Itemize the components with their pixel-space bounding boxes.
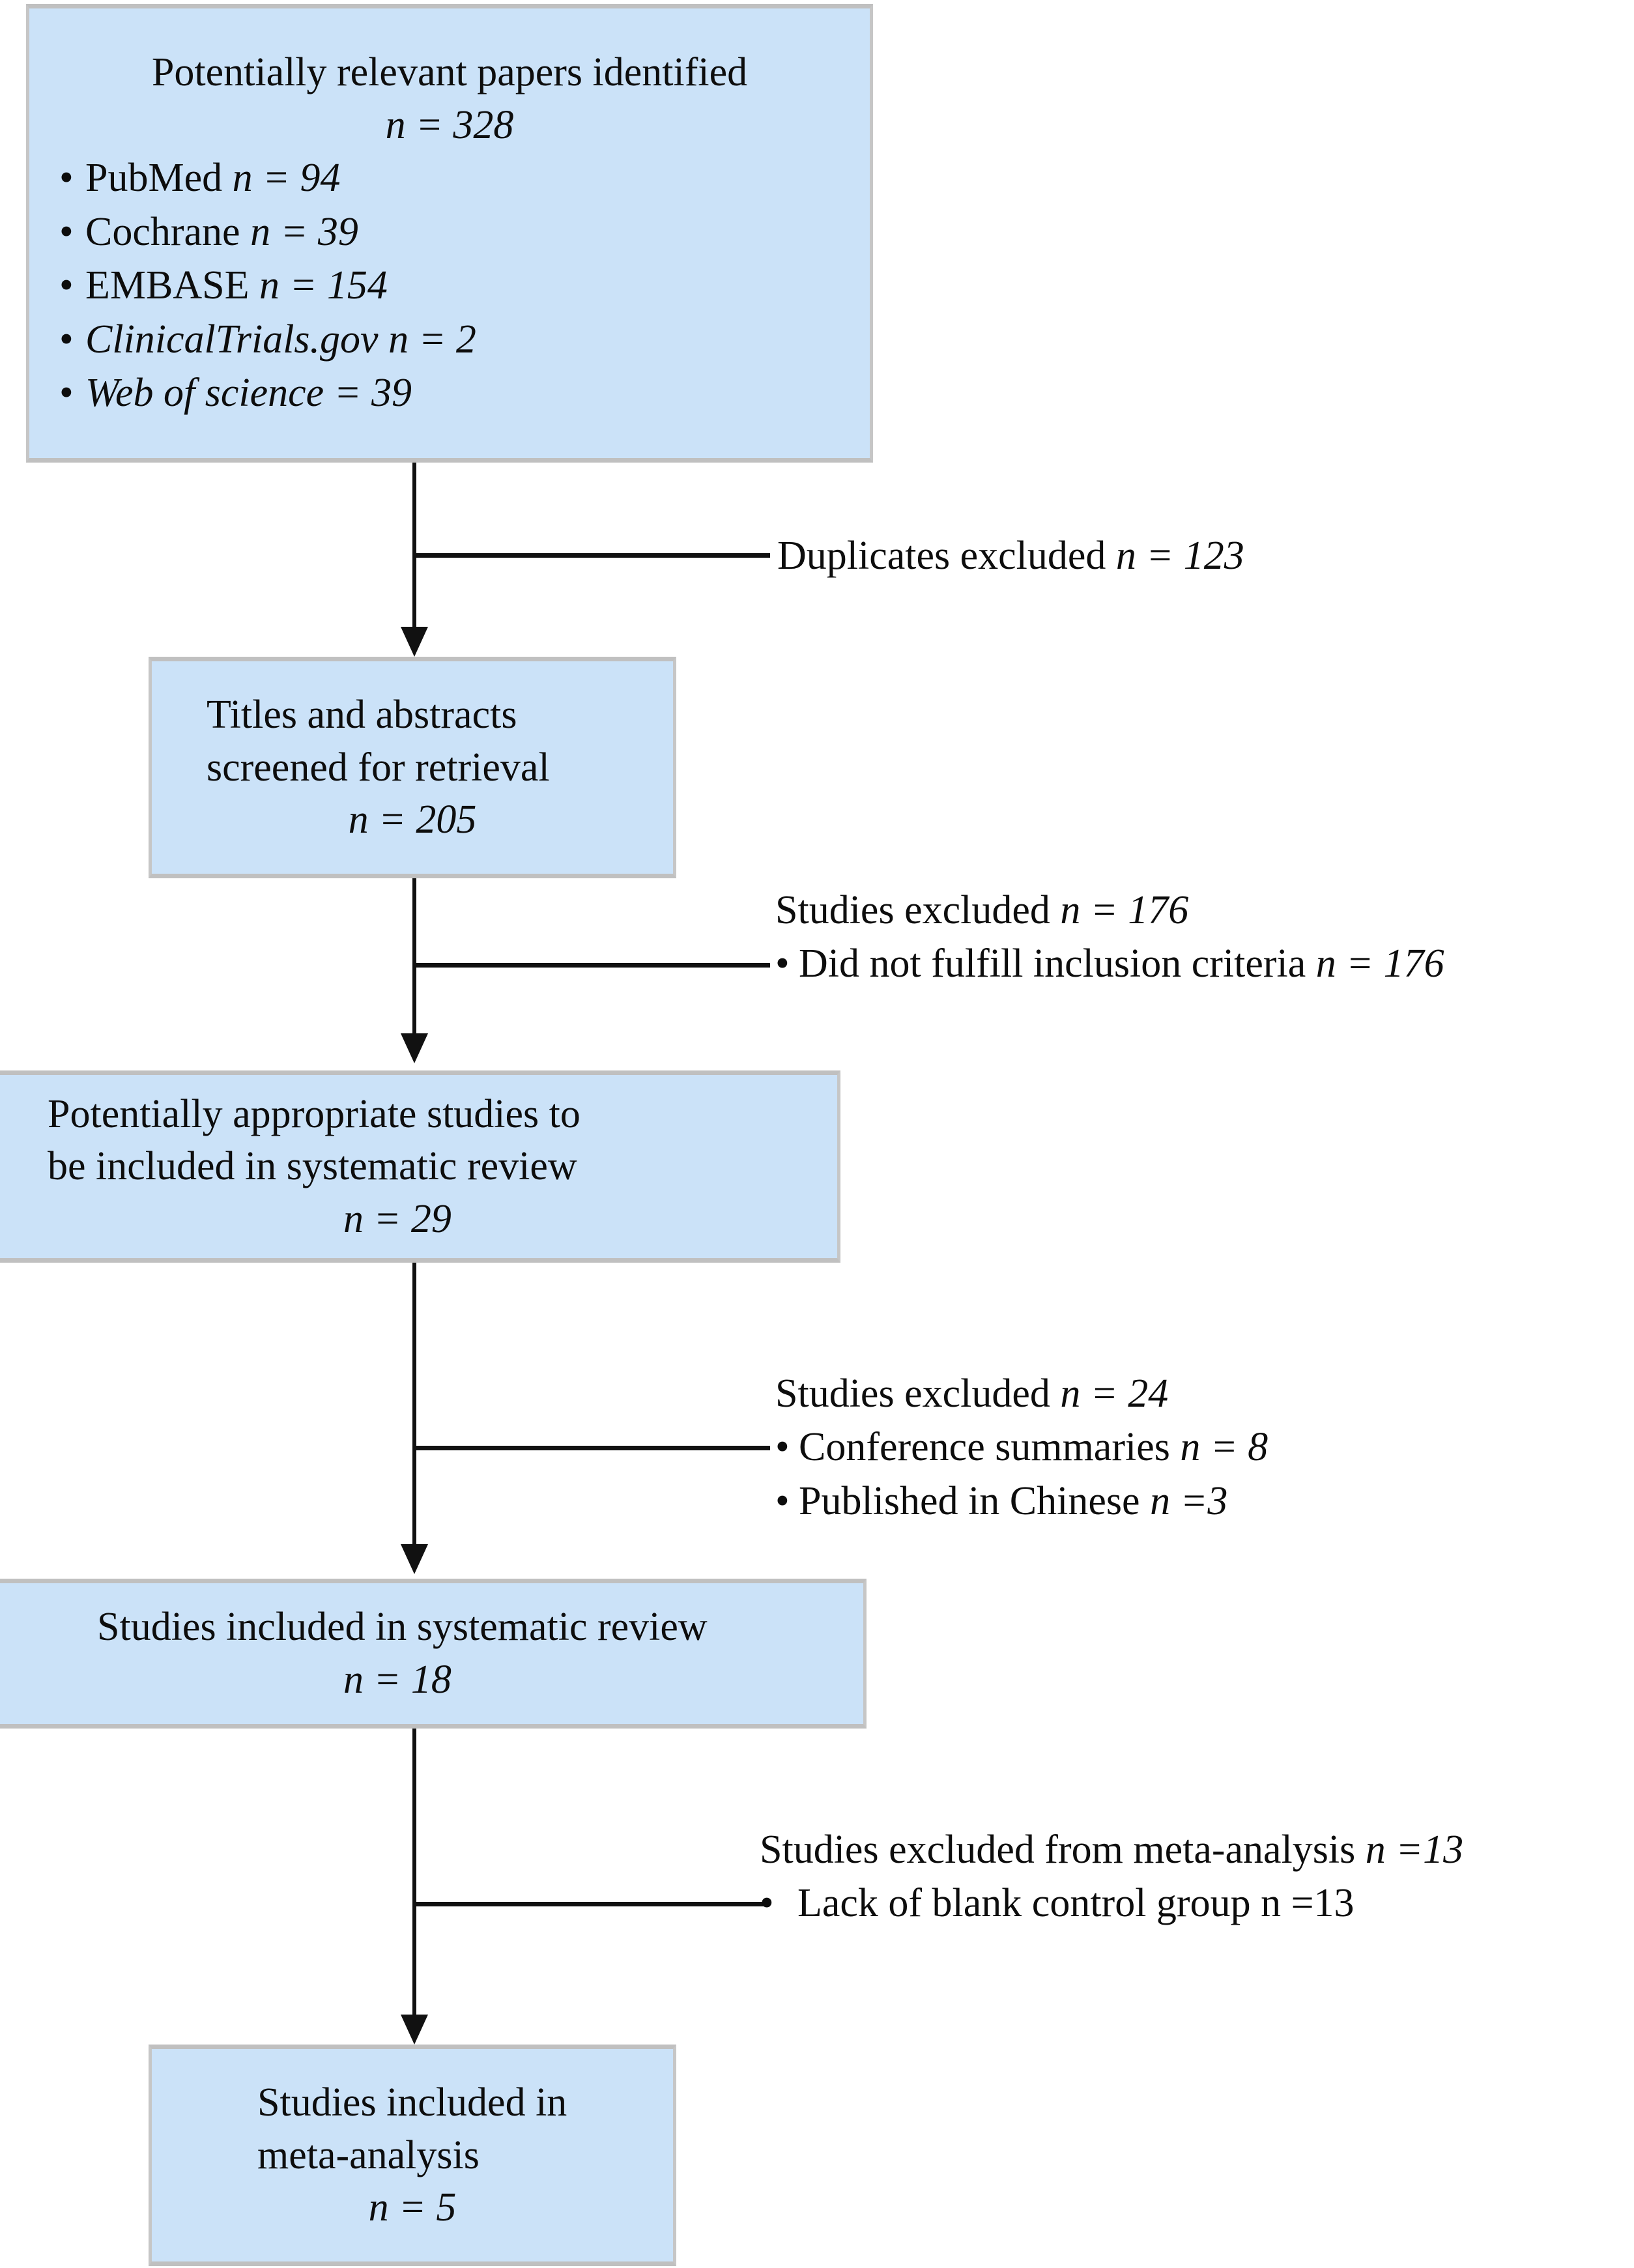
box1-title: Potentially relevant papers identified [151,50,748,95]
arrowhead-4 [401,2015,428,2045]
box3-line2: be included in systematic review [48,1144,577,1189]
exclusion-item-text: Did not fulfill inclusion criteria [799,941,1316,986]
source-label: Web of science [85,371,324,416]
bullet-icon: • [59,371,74,416]
exclusion-heading: Studies excluded n = 176 [775,883,1444,937]
exclusion-label-meta-analysis: Studies excluded from meta-analysis n =1… [760,1823,1463,1931]
exclusion-heading-text: Studies excluded from meta-analysis [760,1828,1366,1872]
bullet-icon: • [59,209,74,254]
list-item: •Web of science = 39 [59,366,870,420]
exclusion-heading-count: n = 123 [1115,534,1244,578]
box3-count: n = 29 [343,1196,452,1241]
box2-count: n = 205 [348,797,477,842]
box-titles-abstracts-screened: Titles and abstracts screened for retrie… [149,657,676,878]
box1-count: n = 328 [385,102,514,147]
bullet-icon: • [775,1478,790,1523]
exclusion-heading: Studies excluded n = 24 [775,1367,1268,1420]
box3-line1: Potentially appropriate studies to [48,1091,580,1136]
source-label: EMBASE [85,263,250,308]
box4-line1: Studies included in systematic review [97,1605,708,1650]
box5-count: n = 5 [368,2185,457,2230]
exclusion-heading-count: n = 24 [1060,1371,1169,1416]
exclusion-tick-1 [412,553,770,558]
exclusion-tick-3 [412,1446,770,1450]
exclusion-item-count: n =3 [1150,1478,1228,1523]
exclusion-label-screening: Studies excluded n = 176 •Did not fulfil… [775,883,1444,991]
exclusion-item: • Lack of blank control group n =13 [760,1876,1463,1930]
box5-line1: Studies included in [257,2080,567,2125]
exclusion-heading-count: n = 176 [1060,888,1189,932]
arrowhead-3 [401,1544,428,1574]
connector-line-3 [412,1263,416,1552]
source-count: n = 154 [259,263,388,308]
bullet-icon: • [760,1881,774,1926]
list-item: •ClinicalTrials.gov n = 2 [59,313,870,366]
exclusion-item: •Published in Chinese n =3 [775,1474,1268,1528]
exclusion-item: •Did not fulfill inclusion criteria n = … [775,937,1444,990]
bullet-icon: • [59,263,74,308]
bullet-icon: • [59,317,74,362]
box-studies-included-meta-analysis: Studies included in meta-analysis n = 5 [149,2045,676,2266]
box-papers-identified: Potentially relevant papers identified n… [26,4,873,463]
exclusion-tick-4 [412,1902,770,1906]
exclusion-heading: Studies excluded from meta-analysis n =1… [760,1823,1463,1876]
box1-source-list: •PubMed n = 94 •Cochrane n = 39 •EMBASE … [29,151,870,420]
source-label: ClinicalTrials.gov [85,317,379,362]
exclusion-heading-text: Studies excluded [775,1371,1061,1416]
source-count: n = 39 [250,209,358,254]
exclusion-item-text: Lack of blank control group n =13 [797,1881,1354,1926]
box-potentially-appropriate-studies: Potentially appropriate studies to be in… [0,1070,840,1263]
exclusion-item: •Conference summaries n = 8 [775,1420,1268,1474]
arrowhead-1 [401,627,428,657]
exclusion-item-text: Conference summaries [799,1425,1181,1470]
exclusion-item-text: Published in Chinese [799,1478,1151,1523]
connector-line-1 [412,463,416,637]
exclusion-item-count: n = 176 [1315,941,1444,986]
bullet-icon: • [775,1425,790,1470]
box-studies-included-systematic-review: Studies included in systematic review n … [0,1579,867,1729]
source-label: Cochrane [85,209,240,254]
list-item: •Cochrane n = 39 [59,205,870,259]
exclusion-heading-text: Duplicates excluded [777,534,1116,578]
arrowhead-2 [401,1033,428,1063]
box2-line2: screened for retrieval [207,745,550,790]
connector-line-4 [412,1729,416,2023]
source-count: n = 2 [388,317,476,362]
source-count: n = 94 [232,156,341,201]
exclusion-heading-count: n =13 [1365,1828,1464,1872]
exclusion-label-eligibility: Studies excluded n = 24 •Conference summ… [775,1367,1268,1528]
connector-line-2 [412,878,416,1041]
source-count: = 39 [334,371,412,416]
exclusion-tick-2 [412,963,770,968]
exclusion-item-count: n = 8 [1180,1425,1268,1470]
box5-line2: meta-analysis [257,2132,480,2177]
list-item: •PubMed n = 94 [59,151,870,205]
exclusion-heading-text: Studies excluded [775,888,1061,932]
bullet-icon: • [59,156,74,201]
bullet-icon: • [775,941,790,986]
list-item: •EMBASE n = 154 [59,259,870,312]
exclusion-label-duplicates: Duplicates excluded n = 123 [777,529,1244,582]
exclusion-heading: Duplicates excluded n = 123 [777,529,1244,582]
source-label: PubMed [85,156,223,201]
box4-count: n = 18 [343,1658,452,1702]
box2-line1: Titles and abstracts [207,693,517,738]
